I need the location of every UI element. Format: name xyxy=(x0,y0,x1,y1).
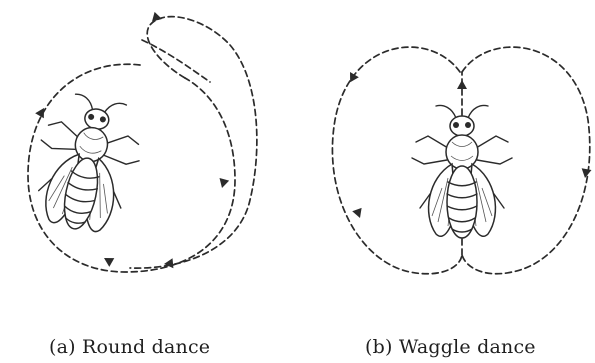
waggle-dance-caption: (b) Waggle dance xyxy=(365,336,536,358)
arrow-icon xyxy=(352,208,364,220)
round-dance-outer-loop-path xyxy=(130,17,257,268)
arrow-icon xyxy=(102,254,115,267)
waggle-dance-panel xyxy=(332,47,591,274)
round-dance-caption: (a) Round dance xyxy=(49,336,210,358)
arrow-icon xyxy=(346,70,359,83)
bee-icon xyxy=(412,106,512,239)
arrow-icon xyxy=(35,106,48,119)
round-dance-inner-sweep-path xyxy=(142,40,210,82)
arrow-icon xyxy=(217,178,229,189)
arrow-icon xyxy=(580,168,591,179)
round-dance-panel xyxy=(25,12,257,272)
arrow-icon xyxy=(457,80,467,89)
